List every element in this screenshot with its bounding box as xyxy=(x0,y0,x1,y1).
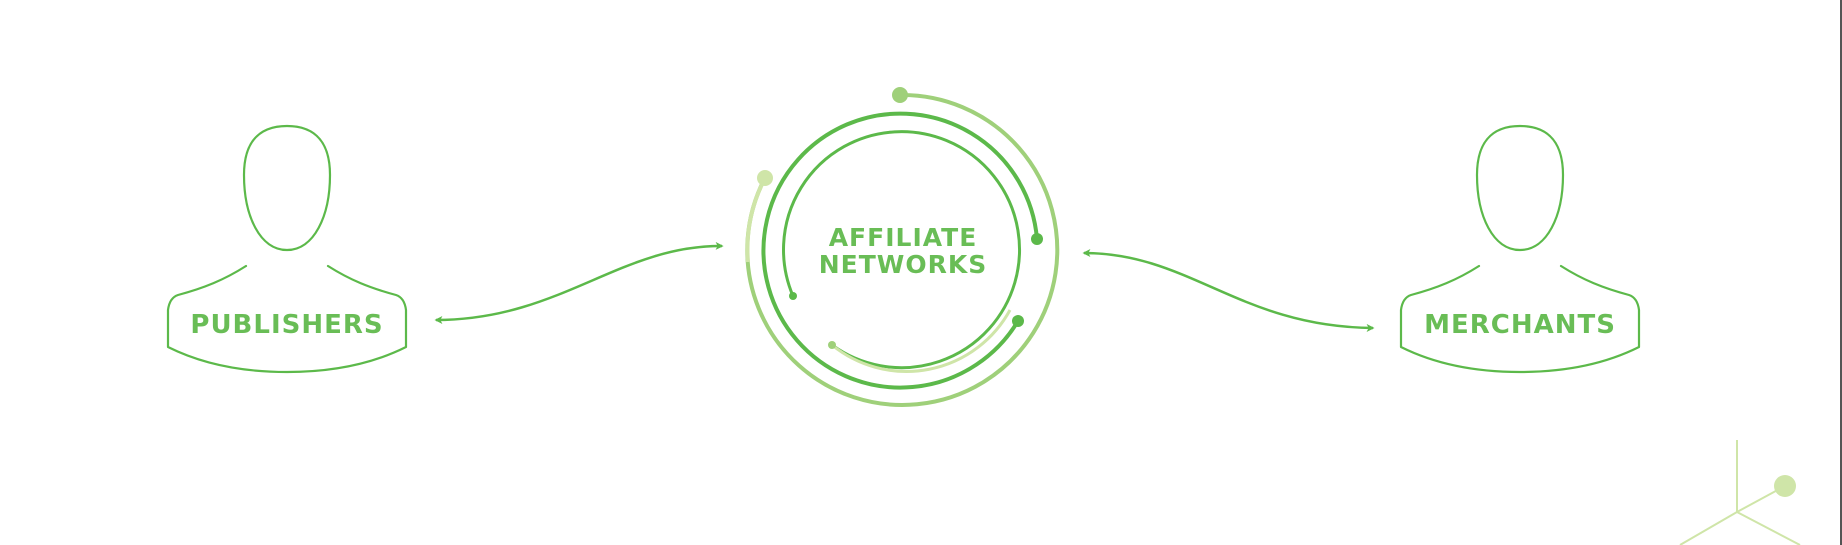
publishers-person-icon xyxy=(166,124,408,374)
affiliate-networks-label-line2: NETWORKS xyxy=(819,250,988,279)
outer-ring-arc xyxy=(745,92,1060,407)
affiliate-networks-node: AFFILIATE NETWORKS xyxy=(745,87,1060,407)
outer-ring-pale-arc xyxy=(745,177,767,263)
publishers-network-arrow xyxy=(434,241,724,324)
middle-ring-right-dot xyxy=(1031,233,1043,245)
merchants-person-icon xyxy=(1399,124,1641,374)
network-merchants-arrow xyxy=(1082,249,1375,332)
inner-ring-left-dot xyxy=(789,292,797,300)
merchants-label: MERCHANTS xyxy=(1424,310,1616,340)
publishers-label: PUBLISHERS xyxy=(190,310,383,340)
middle-ring-lower-dot xyxy=(1012,315,1024,327)
outer-ring-left-dot xyxy=(757,170,773,186)
inner-ring-pale-arc xyxy=(831,309,1012,373)
publishers-node: PUBLISHERS xyxy=(166,124,408,374)
page-right-border xyxy=(1840,0,1842,545)
outer-ring-top-dot xyxy=(892,87,908,103)
affiliate-networks-label-line1: AFFILIATE xyxy=(829,223,978,252)
merchants-node: MERCHANTS xyxy=(1399,124,1641,374)
middle-ring-arc xyxy=(761,111,1039,390)
decorative-molecule-icon xyxy=(1679,440,1801,545)
inner-ring-bottom-dot xyxy=(828,341,836,349)
inner-ring-arc xyxy=(782,130,1021,370)
